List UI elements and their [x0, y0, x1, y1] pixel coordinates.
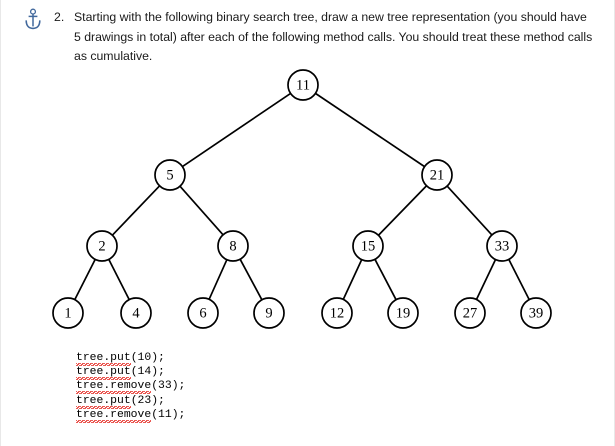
tree-node-circle: [187, 297, 219, 329]
code-line-arguments: (10);: [130, 352, 165, 364]
code-line-arguments: (11);: [151, 408, 186, 421]
tree-node-label: 1: [64, 306, 71, 322]
spellcheck-underlined-text: tree.remove: [76, 408, 152, 423]
tree-edge: [108, 258, 130, 301]
tree-node-8: 8: [217, 230, 249, 262]
tree-node-11: 11: [287, 69, 319, 101]
tree-node-label: 9: [265, 306, 272, 322]
tree-node-39: 39: [520, 297, 552, 329]
code-line: tree.remove(33);: [76, 379, 186, 395]
tree-node-circle: [86, 230, 118, 262]
tree-node-label: 27: [463, 306, 478, 322]
question-text: Starting with the following binary searc…: [74, 10, 593, 63]
method-calls-code-block: tree.put(10);tree.put(14);tree.remove(33…: [76, 351, 186, 423]
tree-edge: [239, 258, 263, 301]
tree-node-4: 4: [120, 297, 152, 329]
tree-node-21: 21: [421, 159, 453, 191]
question-number: 2.: [54, 10, 65, 24]
tree-edge: [181, 92, 292, 168]
tree-node-33: 33: [486, 230, 518, 262]
tree-node-label: 2: [98, 239, 105, 255]
code-line-arguments: (23);: [130, 394, 165, 407]
tree-node-circle: [321, 297, 353, 329]
spellcheck-underlined-text: tree.put: [76, 366, 131, 381]
code-line: tree.put(14);: [76, 365, 185, 381]
code-line: tree.remove(11);: [76, 408, 186, 423]
tree-node-label: 5: [166, 168, 173, 184]
tree-node-12: 12: [321, 297, 353, 329]
tree-node-2: 2: [86, 230, 118, 262]
code-line-arguments: (33);: [151, 380, 186, 393]
code-line: tree.put(23);: [76, 394, 185, 409]
tree-node-circle: [421, 159, 453, 191]
tree-edge: [374, 258, 397, 301]
tree-node-circle: [486, 230, 518, 262]
tree-node-9: 9: [253, 297, 285, 329]
anchor-icon: [23, 8, 43, 30]
tree-edge: [342, 259, 363, 300]
tree-node-27: 27: [454, 297, 486, 329]
spellcheck-underlined-text: tree.remove: [76, 380, 152, 395]
tree-node-circle: [154, 159, 186, 191]
code-line: tree.put(10);: [76, 351, 185, 366]
tree-node-circle: [520, 297, 552, 329]
tree-node-circle: [287, 69, 319, 101]
tree-node-label: 8: [229, 239, 236, 255]
tree-edge: [446, 185, 493, 236]
tree-edge: [377, 185, 428, 236]
tree-node-label: 12: [330, 306, 345, 322]
code-line-arguments: (14);: [130, 366, 165, 379]
tree-node-label: 4: [132, 306, 140, 322]
tree-node-label: 21: [430, 168, 445, 184]
tree-node-circle: [352, 230, 384, 262]
question-block: 2. Starting with the following binary se…: [54, 8, 594, 67]
tree-node-label: 33: [495, 239, 510, 255]
tree-node-label: 11: [296, 78, 310, 94]
tree-node-1: 1: [52, 297, 84, 329]
tree-edge: [508, 258, 530, 301]
tree-node-6: 6: [187, 297, 219, 329]
tree-node-label: 19: [396, 306, 411, 322]
tree-node-circle: [253, 297, 285, 329]
tree-node-circle: [120, 297, 152, 329]
tree-node-label: 6: [199, 306, 206, 322]
tree-node-circle: [52, 297, 84, 329]
tree-node-circle: [387, 297, 419, 329]
tree-edges: [74, 92, 530, 301]
tree-node-15: 15: [352, 230, 384, 262]
tree-node-19: 19: [387, 297, 419, 329]
tree-edge: [179, 185, 224, 236]
tree-node-5: 5: [154, 159, 186, 191]
tree-node-label: 15: [361, 239, 376, 255]
tree-node-label: 39: [529, 306, 544, 322]
tree-edge: [74, 258, 96, 301]
tree-edge: [314, 92, 426, 168]
tree-node-circle: [454, 297, 486, 329]
spellcheck-underlined-text: tree.put: [76, 352, 131, 366]
tree-node-circle: [217, 230, 249, 262]
tree-edge: [111, 185, 161, 236]
tree-edge: [475, 259, 497, 300]
spellcheck-underlined-text: tree.put: [76, 394, 131, 409]
tree-edge: [208, 259, 228, 300]
tree-nodes: 11 5 21 2 8 15 33 1 4 6 9 12 19 27 39: [52, 69, 552, 329]
